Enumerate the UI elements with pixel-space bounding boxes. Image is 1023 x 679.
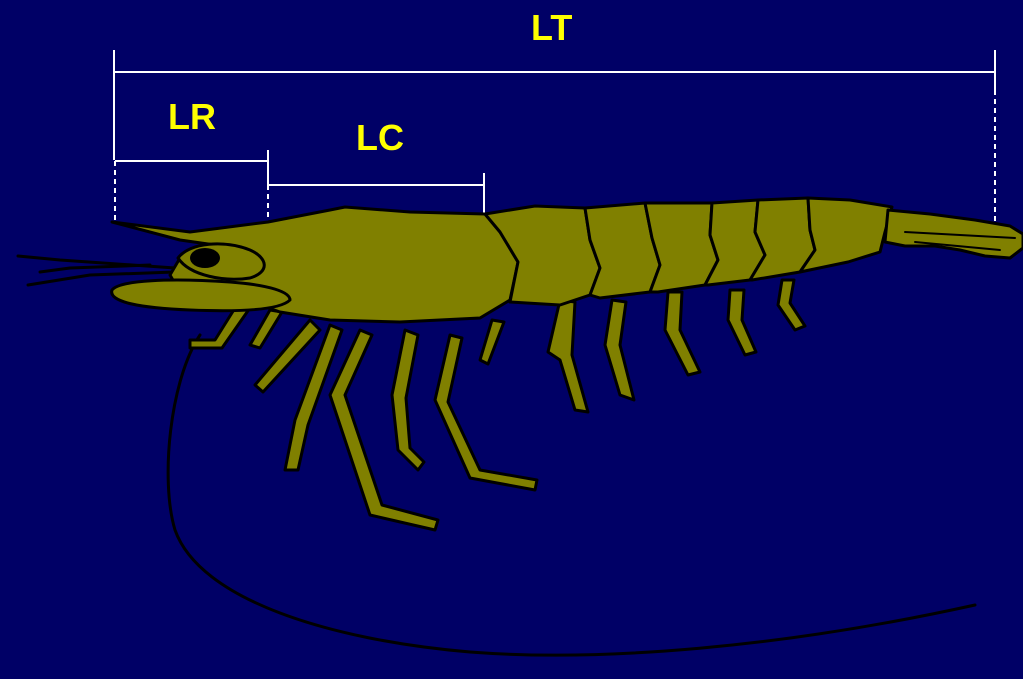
abdomen-segments: [485, 198, 892, 305]
swimmerets: [548, 280, 805, 412]
antennal-scale: [112, 280, 290, 311]
lt-measure-line: [114, 50, 995, 222]
lt-label: LT: [531, 10, 572, 46]
abdomen-segment: [800, 198, 892, 272]
shrimp-icon: [18, 198, 1023, 655]
eye-pupil: [190, 248, 220, 268]
lc-label: LC: [356, 120, 404, 156]
lr-label: LR: [168, 99, 216, 135]
walking-legs: [255, 320, 537, 530]
